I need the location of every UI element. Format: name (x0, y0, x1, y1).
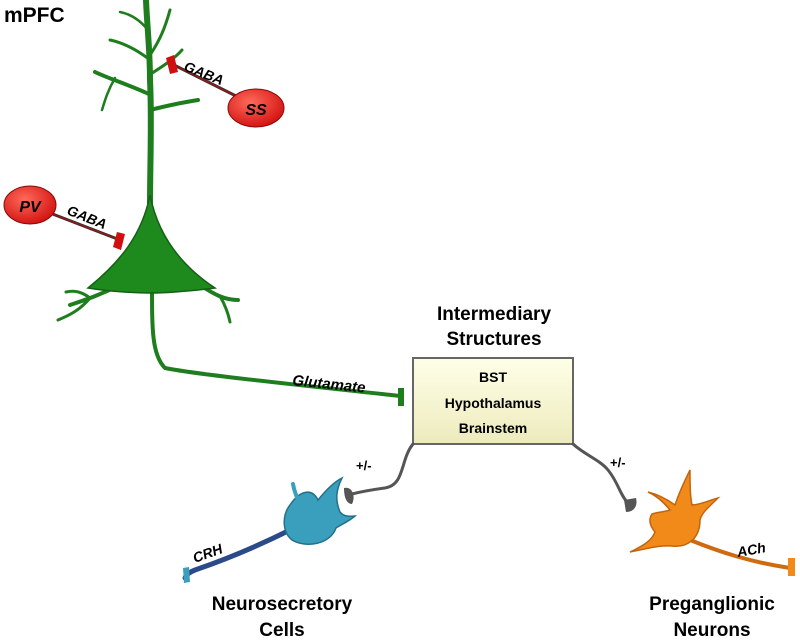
pv-interneuron: PV GABA (3, 185, 125, 250)
terminal-preganglionic (624, 498, 637, 512)
intermediary-item-bst: BST (479, 369, 507, 385)
ss-gaba-label: GABA (182, 58, 226, 88)
intermediary-item-brainstem: Brainstem (459, 420, 527, 436)
neurosecretory-label-line2: Cells (259, 620, 304, 641)
ach-label: ACh (735, 539, 767, 560)
ss-label: SS (245, 102, 267, 119)
preganglionic-label-line2: Neurons (673, 620, 750, 641)
intermediary-item-hypothalamus: Hypothalamus (445, 395, 542, 411)
glutamate-label: Glutamate (292, 372, 367, 397)
pyramidal-soma (86, 194, 218, 294)
neurosecretory-cell: CRH Neurosecretory Cells (182, 476, 358, 641)
ss-interneuron: SS GABA (166, 55, 285, 128)
intermediary-title-line2: Structures (446, 329, 541, 350)
preganglionic-neuron: ACh Preganglionic Neurons (629, 469, 795, 641)
modulation-right: +/- (610, 455, 626, 470)
connector-to-preganglionic (571, 442, 630, 505)
preganglionic-label-line1: Preganglionic (649, 594, 775, 615)
region-label-mpfc: mPFC (4, 4, 65, 27)
pyramidal-neuron (56, 0, 402, 398)
modulation-left: +/- (356, 458, 372, 473)
intermediary-title-line1: Intermediary (437, 304, 551, 325)
intermediary-box (412, 357, 574, 445)
pv-label: PV (19, 199, 42, 216)
terminal-neurosecretory (344, 487, 354, 504)
glutamate-terminal (398, 388, 404, 406)
connector-to-neurosecretory (350, 442, 415, 496)
neurosecretory-label-line1: Neurosecretory (212, 594, 353, 615)
